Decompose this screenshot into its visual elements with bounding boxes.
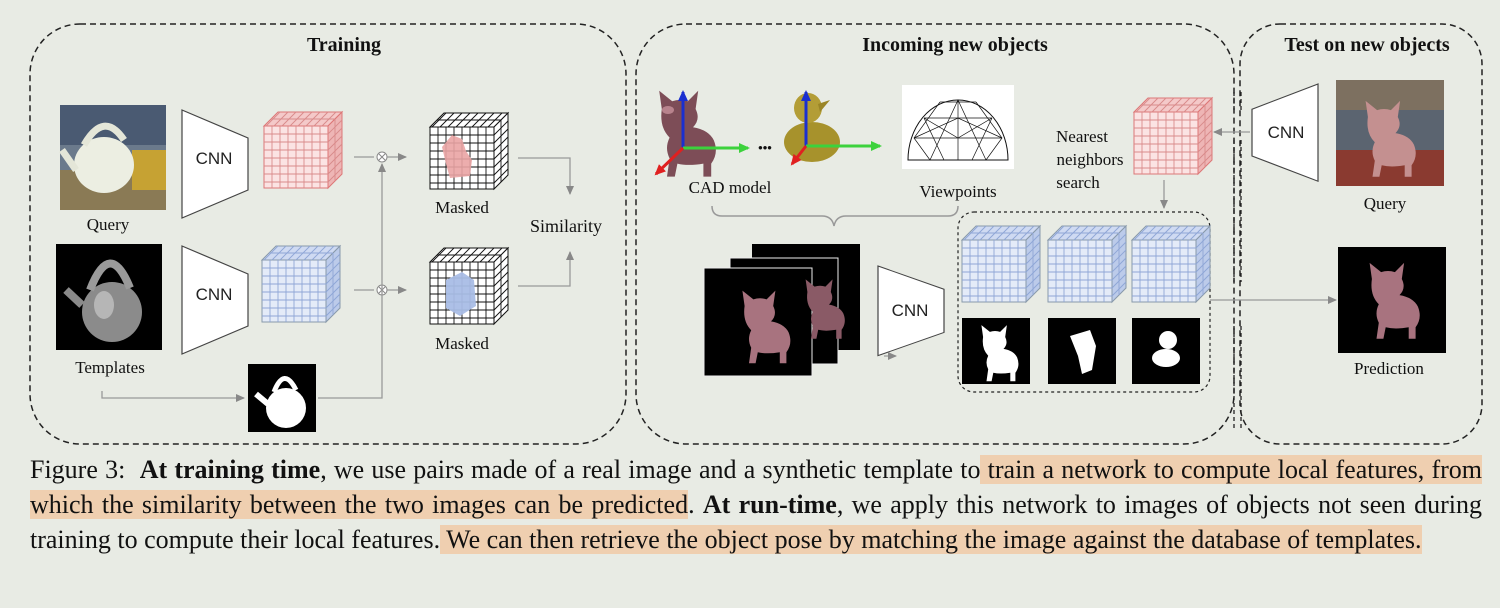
- nn-label-line2: neighbors: [1056, 150, 1123, 169]
- db-mask-2: [1048, 318, 1116, 384]
- caption-text-3: , we apply this network to images of obj…: [30, 490, 1482, 554]
- caption-text-1: , we use pairs made of a real image and …: [320, 455, 981, 484]
- test-title: Test on new objects: [1284, 34, 1450, 56]
- figure-caption: Figure 3: At training time, we use pairs…: [30, 452, 1483, 557]
- db-feature-2: [1047, 225, 1127, 303]
- svg-text:CNN: CNN: [1268, 123, 1305, 142]
- svg-text:CNN: CNN: [196, 285, 233, 304]
- cad-model-duck: [784, 93, 840, 162]
- query-feature-test: [1133, 97, 1213, 175]
- caption-bold-runtime: At run-time: [702, 490, 837, 519]
- masked-label-template: Masked: [435, 334, 489, 353]
- query-label-training: Query: [87, 215, 130, 234]
- query-feature-map: [263, 111, 343, 189]
- test-panel-border: [1239, 23, 1483, 445]
- viewpoints-sphere: [902, 85, 1014, 169]
- template-image-training: [56, 244, 162, 350]
- masked-feature-query: [429, 112, 509, 190]
- db-mask-3: [1132, 318, 1200, 384]
- ellipsis-dots: •••: [758, 140, 772, 155]
- db-mask-1: [962, 318, 1030, 384]
- arrow-template-to-mask: [101, 391, 245, 402]
- separator-middle: [1233, 140, 1242, 282]
- cnn-test: CNN: [1251, 83, 1319, 182]
- svg-text:CNN: CNN: [892, 301, 929, 320]
- cnn-incoming: CNN: [877, 265, 945, 357]
- masked-feature-template: [429, 247, 509, 325]
- separator-bottom: [1233, 326, 1242, 430]
- query-image-test: [1336, 80, 1444, 186]
- caption-bold-training: At training time: [139, 455, 321, 484]
- incoming-panel-border: [635, 23, 1235, 445]
- masked-label-query: Masked: [435, 198, 489, 217]
- separator-top: [1233, 92, 1242, 112]
- training-title: Training: [307, 34, 381, 56]
- cnn-query-training: CNN: [181, 109, 249, 219]
- training-panel-border: [29, 23, 627, 445]
- prediction-image: [1338, 247, 1446, 353]
- figure-diagram: Training Incoming new objects Test on ne…: [29, 23, 1483, 445]
- prediction-label: Prediction: [1354, 359, 1424, 378]
- cad-model-cat: [659, 90, 716, 177]
- arrow-masked-template: [518, 251, 574, 287]
- nn-label-line3: search: [1056, 173, 1100, 192]
- rendered-templates-stack: [703, 244, 860, 377]
- arrow-masked-query: [518, 157, 574, 195]
- query-label-test: Query: [1364, 194, 1407, 213]
- template-feature-map: [261, 245, 341, 323]
- cnn-template-training: CNN: [181, 245, 249, 355]
- caption-highlight-2: We can then retrieve the object pose by …: [440, 525, 1422, 554]
- nn-label-line1: Nearest: [1056, 127, 1108, 146]
- incoming-title: Incoming new objects: [862, 34, 1048, 56]
- svg-text:CNN: CNN: [196, 149, 233, 168]
- templates-label: Templates: [75, 358, 145, 377]
- cad-model-label: CAD model: [689, 178, 772, 197]
- axis-y-icon: [654, 146, 685, 176]
- db-feature-1: [961, 225, 1041, 303]
- template-database-box: [957, 211, 1211, 393]
- caption-text-2: .: [688, 490, 703, 519]
- similarity-label: Similarity: [530, 216, 602, 236]
- template-mask-image: [248, 364, 316, 432]
- db-feature-3: [1131, 225, 1211, 303]
- query-image-training: [59, 105, 166, 210]
- viewpoints-label: Viewpoints: [919, 182, 996, 201]
- caption-prefix: Figure 3:: [30, 455, 126, 484]
- arrow-mask-to-multiply: [318, 163, 386, 399]
- brace-connector: [711, 205, 959, 227]
